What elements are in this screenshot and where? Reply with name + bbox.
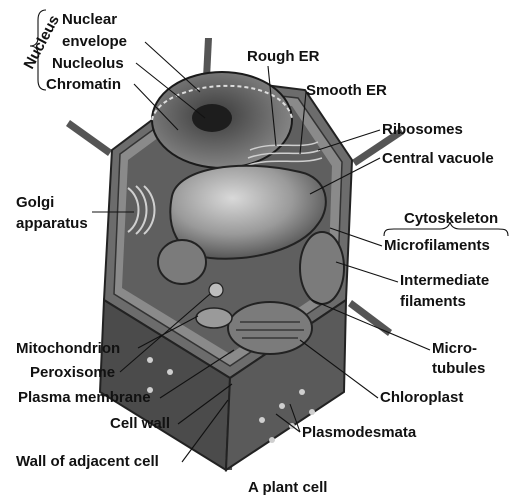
chromatin-label: Chromatin	[46, 76, 121, 93]
microfilaments-label: Microfilaments	[384, 237, 490, 254]
golgi-label-line2: apparatus	[16, 215, 88, 232]
intermediate-label-line2: filaments	[400, 293, 466, 310]
leader-nuclear-envelope	[145, 42, 200, 92]
cell-wall-label: Cell wall	[110, 415, 170, 432]
nucleolus-label: Nucleolus	[52, 55, 124, 72]
nucleolus-shape	[192, 104, 232, 132]
wall-adjacent-label: Wall of adjacent cell	[16, 453, 159, 470]
mitochondrion-label: Mitochondrion	[16, 340, 120, 357]
nuclear-envelope-label-line2: envelope	[62, 33, 127, 50]
peroxisome-shape	[209, 283, 223, 297]
intermediate-label-line1: Intermediate	[400, 272, 489, 289]
chloroplast-label: Chloroplast	[380, 389, 463, 406]
mitochondrion-shape	[196, 308, 232, 328]
rough-er-label: Rough ER	[247, 48, 320, 65]
smooth-er-label: Smooth ER	[306, 82, 387, 99]
nuclear-envelope-label-line1: Nuclear	[62, 11, 117, 28]
central-vacuole-label: Central vacuole	[382, 150, 494, 167]
microtubules-label-line1: Micro-	[432, 340, 477, 357]
microtubules-label-line2: tubules	[432, 360, 485, 377]
adjacent-wall-left	[66, 120, 112, 156]
ribosomes-label: Ribosomes	[382, 121, 463, 138]
golgi-label-line1: Golgi	[16, 194, 54, 211]
plasmodesmata-label: Plasmodesmata	[302, 424, 417, 441]
figure-caption: A plant cell	[248, 479, 327, 496]
plasma-membrane-label: Plasma membrane	[18, 389, 151, 406]
peroxisome-label: Peroxisome	[30, 364, 115, 381]
